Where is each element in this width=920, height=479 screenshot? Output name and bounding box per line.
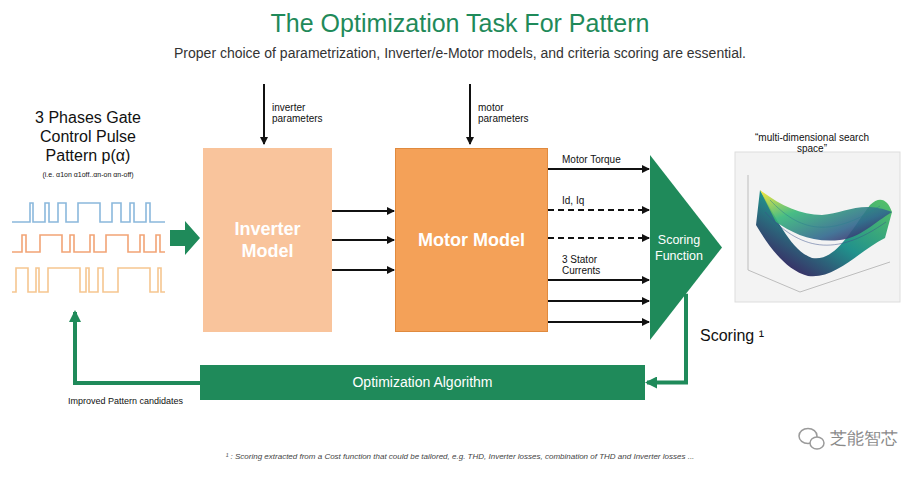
connector [548,168,649,170]
surface [760,190,892,241]
connector [548,279,649,281]
search-space-plot [735,152,900,302]
plot-axis [748,175,749,270]
process-box: Inverter Model [203,148,332,332]
edge-label: Motor Torque [562,154,621,165]
footnote: ¹ : Scoring extracted from a Cost functi… [0,452,920,462]
edge-label: Id, Iq [562,195,584,206]
connector [332,239,394,241]
process-box: Motor Model [395,148,548,332]
node-text: Motor Model [418,229,525,251]
connector [548,321,649,323]
feedback-arrow [75,312,200,383]
connector [332,210,394,212]
plot-frame [735,152,900,302]
subtitle: Proper choice of parametrization, Invert… [0,45,920,62]
node-text: Scoring Function [652,232,706,264]
surface-grid [770,200,880,227]
plot-caption: “multi-dimensional search space” [752,132,872,154]
input-arrow [170,221,200,255]
phase-waveform [12,203,165,222]
triangle-shape [650,155,722,340]
input-title: 3 Phases Gate Control Pulse Pattern p(α) [20,108,156,165]
surface-grid [765,212,886,245]
connector [548,209,649,211]
param-label: inverter parameters [272,102,334,124]
process-band: Optimization Algorithm [200,365,645,400]
phase-waveform [12,268,165,292]
node-text: Optimization Algorithm [352,374,492,391]
watermark: 芝能智芯 [830,429,910,449]
pulse-waveforms [12,203,165,292]
param-arrow [263,84,265,144]
edge-label: 3 Stator Currents [562,254,618,276]
watermark-icon [799,429,824,450]
connector [548,237,649,239]
loop-label: Improved Pattern candidates [68,396,202,407]
scoring-triangle: Scoring Function [650,155,722,340]
param-arrow [469,84,471,144]
triangle-fill [650,155,722,340]
edge-label-large: Scoring ¹ [700,326,764,345]
phase-waveform [12,235,165,252]
connector [332,269,394,271]
input-subtitle: (i.e. α1on α1off..αn-on αn-off) [10,170,166,179]
node-text: Inverter Model [213,218,322,262]
param-label: motor parameters [478,102,540,124]
surface [756,190,892,276]
diagram-title: The Optimization Task For Pattern [0,8,920,38]
connector [548,300,649,302]
